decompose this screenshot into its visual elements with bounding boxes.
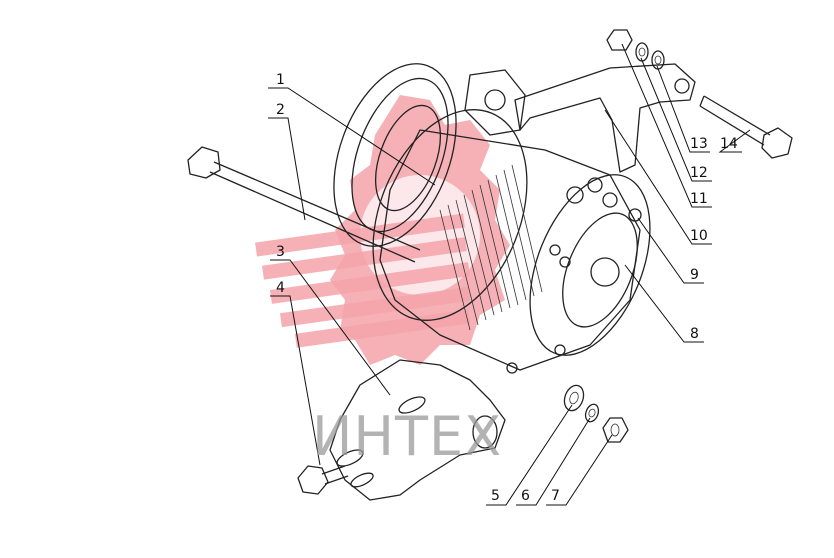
washer-11 <box>651 50 665 70</box>
washer-6 <box>584 403 600 423</box>
callout-labels: 1 2 3 4 5 6 7 8 9 10 11 12 13 14 <box>276 72 738 504</box>
nut-13 <box>606 29 633 51</box>
callout-9: 9 <box>690 267 699 283</box>
washer-5 <box>563 384 585 412</box>
callout-2: 2 <box>276 102 285 118</box>
nut-7 <box>602 417 629 443</box>
callout-10: 10 <box>690 228 708 244</box>
watermark-text: ИНТЕХ <box>312 405 502 468</box>
watermark-logo <box>255 95 510 365</box>
callout-7: 7 <box>551 488 560 504</box>
callout-6: 6 <box>521 488 530 504</box>
callout-1: 1 <box>276 72 285 88</box>
lower-bracket <box>329 359 506 501</box>
washer-12 <box>635 42 649 62</box>
bolt-4 <box>297 465 349 495</box>
callout-5: 5 <box>491 488 500 504</box>
callout-14: 14 <box>720 136 738 152</box>
callout-12: 12 <box>690 165 708 181</box>
long-bolt-2 <box>187 146 421 263</box>
callout-4: 4 <box>276 280 285 296</box>
leader-lines <box>268 43 751 506</box>
bolt-14 <box>699 95 793 159</box>
upper-bracket <box>514 63 696 173</box>
callout-13: 13 <box>690 136 708 152</box>
callout-8: 8 <box>690 326 699 342</box>
alternator-body <box>333 63 651 374</box>
callout-11: 11 <box>690 191 708 207</box>
callout-3: 3 <box>276 244 285 260</box>
